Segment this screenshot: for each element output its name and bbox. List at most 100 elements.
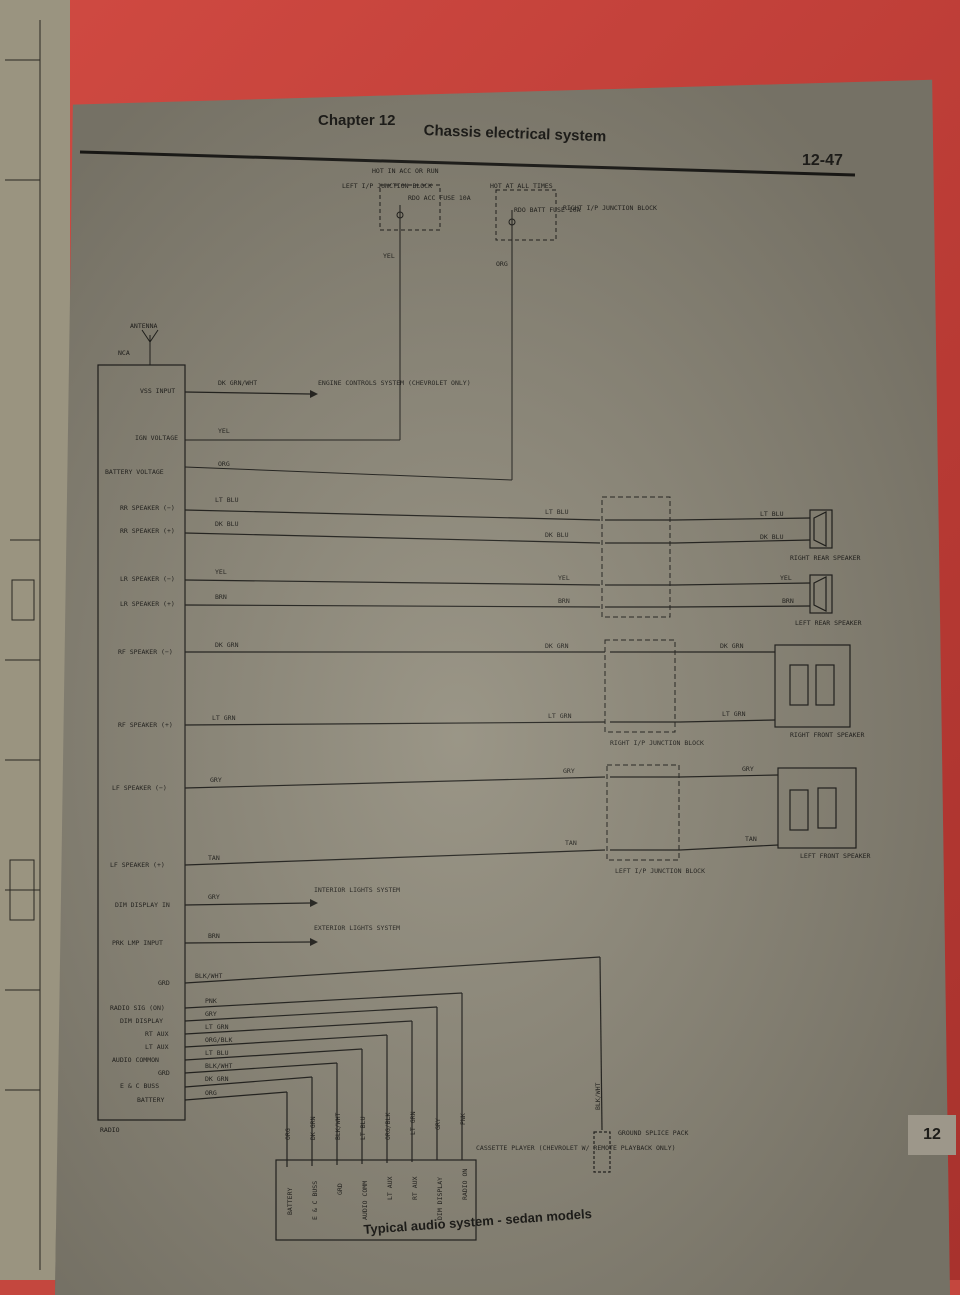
wire-label: TAN bbox=[745, 835, 757, 843]
pin-label: IGN VOLTAGE bbox=[135, 434, 178, 442]
exterior-lights-label: EXTERIOR LIGHTS SYSTEM bbox=[314, 924, 400, 932]
pin-label: RR SPEAKER (+) bbox=[120, 527, 175, 535]
wire-label: DK BLU bbox=[545, 531, 569, 539]
pin-label: DIM DISPLAY IN bbox=[115, 901, 170, 909]
cassette-pin-label: DIM DISPLAY bbox=[436, 1177, 444, 1220]
ground-wire-label: BLK/WHT bbox=[594, 1083, 602, 1110]
bus-pin-label: RT AUX bbox=[145, 1030, 169, 1038]
pin-label: VSS INPUT bbox=[140, 387, 175, 395]
left-front-speaker-label: LEFT FRONT SPEAKER bbox=[800, 852, 871, 860]
cassette-pin-label: GRD bbox=[336, 1183, 344, 1195]
wire-label: LT BLU bbox=[545, 508, 569, 516]
left-junction-label: LEFT I/P JUNCTION BLOCK bbox=[615, 867, 705, 875]
wire-label: LT GRN bbox=[548, 712, 572, 720]
cassette-pin-label: E & C BUSS bbox=[311, 1181, 319, 1220]
left-fuse-hot-label: HOT IN ACC OR RUN bbox=[372, 167, 439, 175]
chapter-label: Chapter 12 bbox=[318, 112, 396, 129]
pin-label: BATTERY VOLTAGE bbox=[105, 468, 164, 476]
wire-label: BRN bbox=[782, 597, 794, 605]
wire-label: LT BLU bbox=[215, 496, 239, 504]
wire-label: BRN bbox=[215, 593, 227, 601]
wire-label: DK GRN bbox=[215, 641, 239, 649]
right-rear-speaker-label: RIGHT REAR SPEAKER bbox=[790, 554, 861, 562]
chapter-tab: 12 bbox=[908, 1115, 956, 1155]
engine-controls-label: ENGINE CONTROLS SYSTEM (CHEVROLET ONLY) bbox=[318, 379, 471, 387]
wire-label: YEL bbox=[218, 427, 230, 435]
wire-label: LT BLU bbox=[760, 510, 784, 518]
wire-label: DK BLU bbox=[215, 520, 239, 528]
wire-label: GRY bbox=[208, 893, 220, 901]
wire-label: ORG/BLK bbox=[205, 1036, 232, 1044]
wire-label: LT GRN bbox=[205, 1023, 229, 1031]
wire-label: PNK bbox=[205, 997, 217, 1005]
wire-label: DK BLU bbox=[760, 533, 784, 541]
bus-pin-label: RADIO SIG (ON) bbox=[110, 1004, 165, 1012]
cassette-pin-label: RADIO ON bbox=[461, 1169, 469, 1200]
cassette-wire-label: ORG/BLK bbox=[384, 1113, 392, 1140]
wire-label: GRY bbox=[742, 765, 754, 773]
wire-label: DK GRN/WHT bbox=[218, 379, 257, 387]
left-rear-speaker-label: LEFT REAR SPEAKER bbox=[795, 619, 862, 627]
pin-label: LF SPEAKER (+) bbox=[110, 861, 165, 869]
cassette-wire-label: GRY bbox=[434, 1118, 442, 1130]
wire-label: GRY bbox=[563, 767, 575, 775]
wire-label: GRY bbox=[210, 776, 222, 784]
wire-label: BRN bbox=[558, 597, 570, 605]
wire-label: LT GRN bbox=[212, 714, 236, 722]
manual-page bbox=[55, 79, 950, 1295]
wire-label: YEL bbox=[780, 574, 792, 582]
bus-pin-label: DIM DISPLAY bbox=[120, 1017, 163, 1025]
bus-pin-label: E & C BUSS bbox=[120, 1082, 159, 1090]
ground-splice-label: GROUND SPLICE PACK bbox=[618, 1129, 689, 1137]
cassette-wire-label: LT BLU bbox=[359, 1116, 367, 1140]
wire-label: DK GRN bbox=[545, 642, 569, 650]
wire-label: YEL bbox=[558, 574, 570, 582]
wire-label: LT BLU bbox=[205, 1049, 229, 1057]
wire-label: YEL bbox=[215, 568, 227, 576]
right-fuse-label: RDO BATT FUSE 10A bbox=[514, 206, 581, 214]
right-junction-label: RIGHT I/P JUNCTION BLOCK bbox=[610, 739, 704, 747]
facing-page-edge bbox=[0, 0, 70, 1280]
cassette-pin-label: BATTERY bbox=[286, 1188, 294, 1215]
wire-label: ORG bbox=[218, 460, 230, 468]
bus-pin-label: GRD bbox=[158, 1069, 170, 1077]
cassette-wire-label: DK GRN bbox=[309, 1116, 317, 1140]
wire-label: BLK/WHT bbox=[205, 1062, 232, 1070]
cassette-pin-label: AUDIO COMM bbox=[361, 1181, 369, 1220]
cassette-pin-label: LT AUX bbox=[386, 1176, 394, 1200]
wire-label: TAN bbox=[565, 839, 577, 847]
left-fuse-wire: YEL bbox=[383, 252, 395, 260]
wire-label: GRY bbox=[205, 1010, 217, 1018]
pin-label: RF SPEAKER (−) bbox=[118, 648, 173, 656]
radio-label: RADIO bbox=[100, 1126, 120, 1134]
bus-pin-label: AUDIO COMMON bbox=[112, 1056, 159, 1064]
wire-label: BRN bbox=[208, 932, 220, 940]
left-fuse-label: RDO ACC FUSE 10A bbox=[408, 194, 471, 202]
pin-label: GRD bbox=[158, 979, 170, 987]
cassette-wire-label: PNK bbox=[459, 1113, 467, 1125]
cassette-wire-label: ORG bbox=[284, 1128, 292, 1140]
bus-pin-label: LT AUX bbox=[145, 1043, 169, 1051]
nca-label: NCA bbox=[118, 349, 130, 357]
wire-label: DK GRN bbox=[205, 1075, 229, 1083]
cassette-wire-label: LT GRN bbox=[409, 1111, 417, 1135]
interior-lights-label: INTERIOR LIGHTS SYSTEM bbox=[314, 886, 400, 894]
wire-label: TAN bbox=[208, 854, 220, 862]
left-fuse-block-label: LEFT I/P JUNCTION BLOCK bbox=[342, 182, 432, 190]
wire-label: LT GRN bbox=[722, 710, 746, 718]
wire-label: BLK/WHT bbox=[195, 972, 222, 980]
wire-label: DK GRN bbox=[720, 642, 744, 650]
right-fuse-wire: ORG bbox=[496, 260, 508, 268]
cassette-pin-label: RT AUX bbox=[411, 1176, 419, 1200]
pin-label: LR SPEAKER (−) bbox=[120, 575, 175, 583]
pin-label: RR SPEAKER (−) bbox=[120, 504, 175, 512]
cassette-wire-label: BLK/WHT bbox=[334, 1113, 342, 1140]
pin-label: RF SPEAKER (+) bbox=[118, 721, 173, 729]
pin-label: PRK LMP INPUT bbox=[112, 939, 163, 947]
right-fuse-block-label: RIGHT I/P JUNCTION BLOCK bbox=[563, 204, 657, 212]
pin-label: LR SPEAKER (+) bbox=[120, 600, 175, 608]
cassette-title: CASSETTE PLAYER (CHEVROLET W/ REMOTE PLA… bbox=[476, 1144, 676, 1152]
right-front-speaker-label: RIGHT FRONT SPEAKER bbox=[790, 731, 864, 739]
wire-label: ORG bbox=[205, 1089, 217, 1097]
